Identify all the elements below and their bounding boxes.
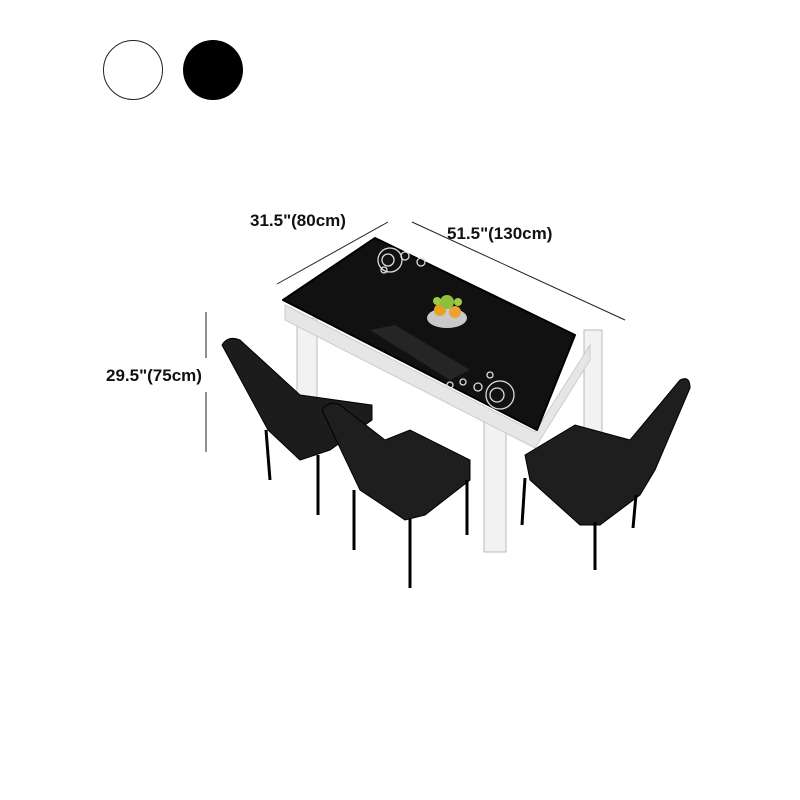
height-dimension-label: 29.5"(75cm) (106, 366, 202, 385)
color-swatch-white[interactable] (103, 40, 163, 100)
depth-dimension-line (276, 221, 389, 285)
width-dimension-label: 51.5"(130cm) (447, 224, 553, 243)
color-swatch-black[interactable] (183, 40, 243, 100)
chair-right (520, 378, 691, 570)
chair-front-left (321, 402, 471, 588)
fruit-bowl (427, 295, 467, 328)
table-frame (284, 304, 591, 449)
width-dimension-line (411, 221, 626, 321)
depth-dimension-label: 31.5"(80cm) (250, 211, 346, 230)
table-circle-pattern (377, 247, 515, 410)
